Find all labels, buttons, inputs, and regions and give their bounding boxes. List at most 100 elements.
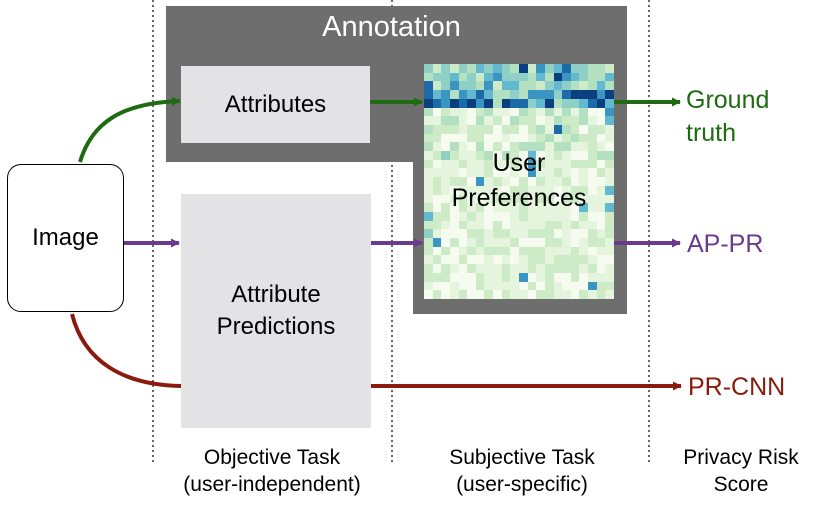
attribute-predictions-label-line2: Predictions [216,313,336,340]
heatmap-cell [562,177,571,186]
heatmap-cell [562,246,571,256]
heatmap-cell [588,264,597,273]
heatmap-cell [467,272,476,282]
heatmap-cell [562,72,571,82]
heatmap-cell [484,229,494,239]
heatmap-cell [527,220,537,230]
heatmap-cell [424,81,433,91]
heatmap-cell [441,246,450,256]
heatmap-cell [510,246,519,256]
heatmap-cell [553,229,563,239]
heatmap-cell [510,98,519,108]
heatmap-cell [544,90,554,99]
heatmap-cell [588,168,597,178]
heatmap-cell [588,124,597,134]
heatmap-cell [484,272,494,282]
heatmap-cell [562,90,571,99]
heatmap-cell [475,281,485,291]
user-preferences-label: User Preferences [424,146,614,215]
heatmap-cell [424,194,433,204]
heatmap-cell [519,211,528,221]
heatmap-cell [458,151,468,160]
heatmap-cell [605,290,614,299]
heatmap-cell [570,255,580,265]
heatmap-cell [424,203,433,212]
output-pr-cnn: PR-CNN [688,373,786,401]
heatmap-cell [536,72,545,82]
heatmap-cell [605,255,614,265]
heatmap-cell [484,264,494,273]
heatmap-cell [527,290,537,299]
heatmap-cell [441,264,450,273]
heatmap-cell [424,72,433,82]
heatmap-cell [501,272,511,282]
heatmap-cell [579,246,589,256]
heatmap-cell [467,142,476,152]
heatmap-cell [484,194,494,204]
heatmap-cell [467,133,476,143]
heatmap-cell [570,168,580,178]
heatmap-cell [449,177,459,186]
heatmap-cell [475,211,485,221]
heatmap-cell [605,203,614,212]
heatmap-cell [605,151,614,160]
heatmap-cell [562,238,571,247]
heatmap-cell [553,64,563,73]
heatmap-cell [605,90,614,99]
heatmap-cell [579,168,589,178]
heatmap-cell [467,64,476,73]
heatmap-cell [579,133,589,143]
heatmap-cell [527,194,537,204]
heatmap-cell [458,64,468,73]
heatmap-cell [441,133,450,143]
heatmap-cell [544,246,554,256]
heatmap-cell [449,290,459,299]
heatmap-cell [475,159,485,169]
heatmap-cell [596,72,606,82]
heatmap-cell [596,64,606,73]
heatmap-cell [605,272,614,282]
heatmap-cell [536,229,545,239]
heatmap-cell [544,168,554,178]
heatmap-cell [510,159,519,169]
heatmap-cell [588,90,597,99]
heatmap-cell [562,142,571,152]
heatmap-cell [544,98,554,108]
heatmap-cell [588,203,597,212]
heatmap-cell [605,185,614,195]
heatmap-cell [475,72,485,82]
heatmap-cell [493,255,502,265]
heatmap-cell [527,133,537,143]
heatmap-cell [458,133,468,143]
heatmap-cell [519,98,528,108]
heatmap-cell [544,203,554,212]
heatmap-cell [484,168,494,178]
heatmap-cell [579,151,589,160]
heatmap-cell [501,151,511,160]
heatmap-cell [484,246,494,256]
heatmap-cell [596,281,606,291]
heatmap-cell [596,107,606,117]
heatmap-cell [544,124,554,134]
heatmap-cell [458,272,468,282]
heatmap-cell [536,185,545,195]
heatmap-cell [484,290,494,299]
heatmap-cell [536,194,545,204]
heatmap-cell [432,272,442,282]
heatmap-cell [570,246,580,256]
heatmap-cell [596,238,606,247]
heatmap-cell [449,229,459,239]
heatmap-cell [493,220,502,230]
heatmap-cell [458,264,468,273]
arrow-image-to-attributes [78,96,181,163]
heatmap-cell [588,98,597,108]
heatmap-cell [527,177,537,186]
heatmap-cell [432,142,442,152]
heatmap-cell [588,194,597,204]
heatmap-cell [527,264,537,273]
heatmap-cell [553,124,563,134]
heatmap-cell [493,72,502,82]
heatmap-cell [510,211,519,221]
heatmap-cell [579,281,589,291]
